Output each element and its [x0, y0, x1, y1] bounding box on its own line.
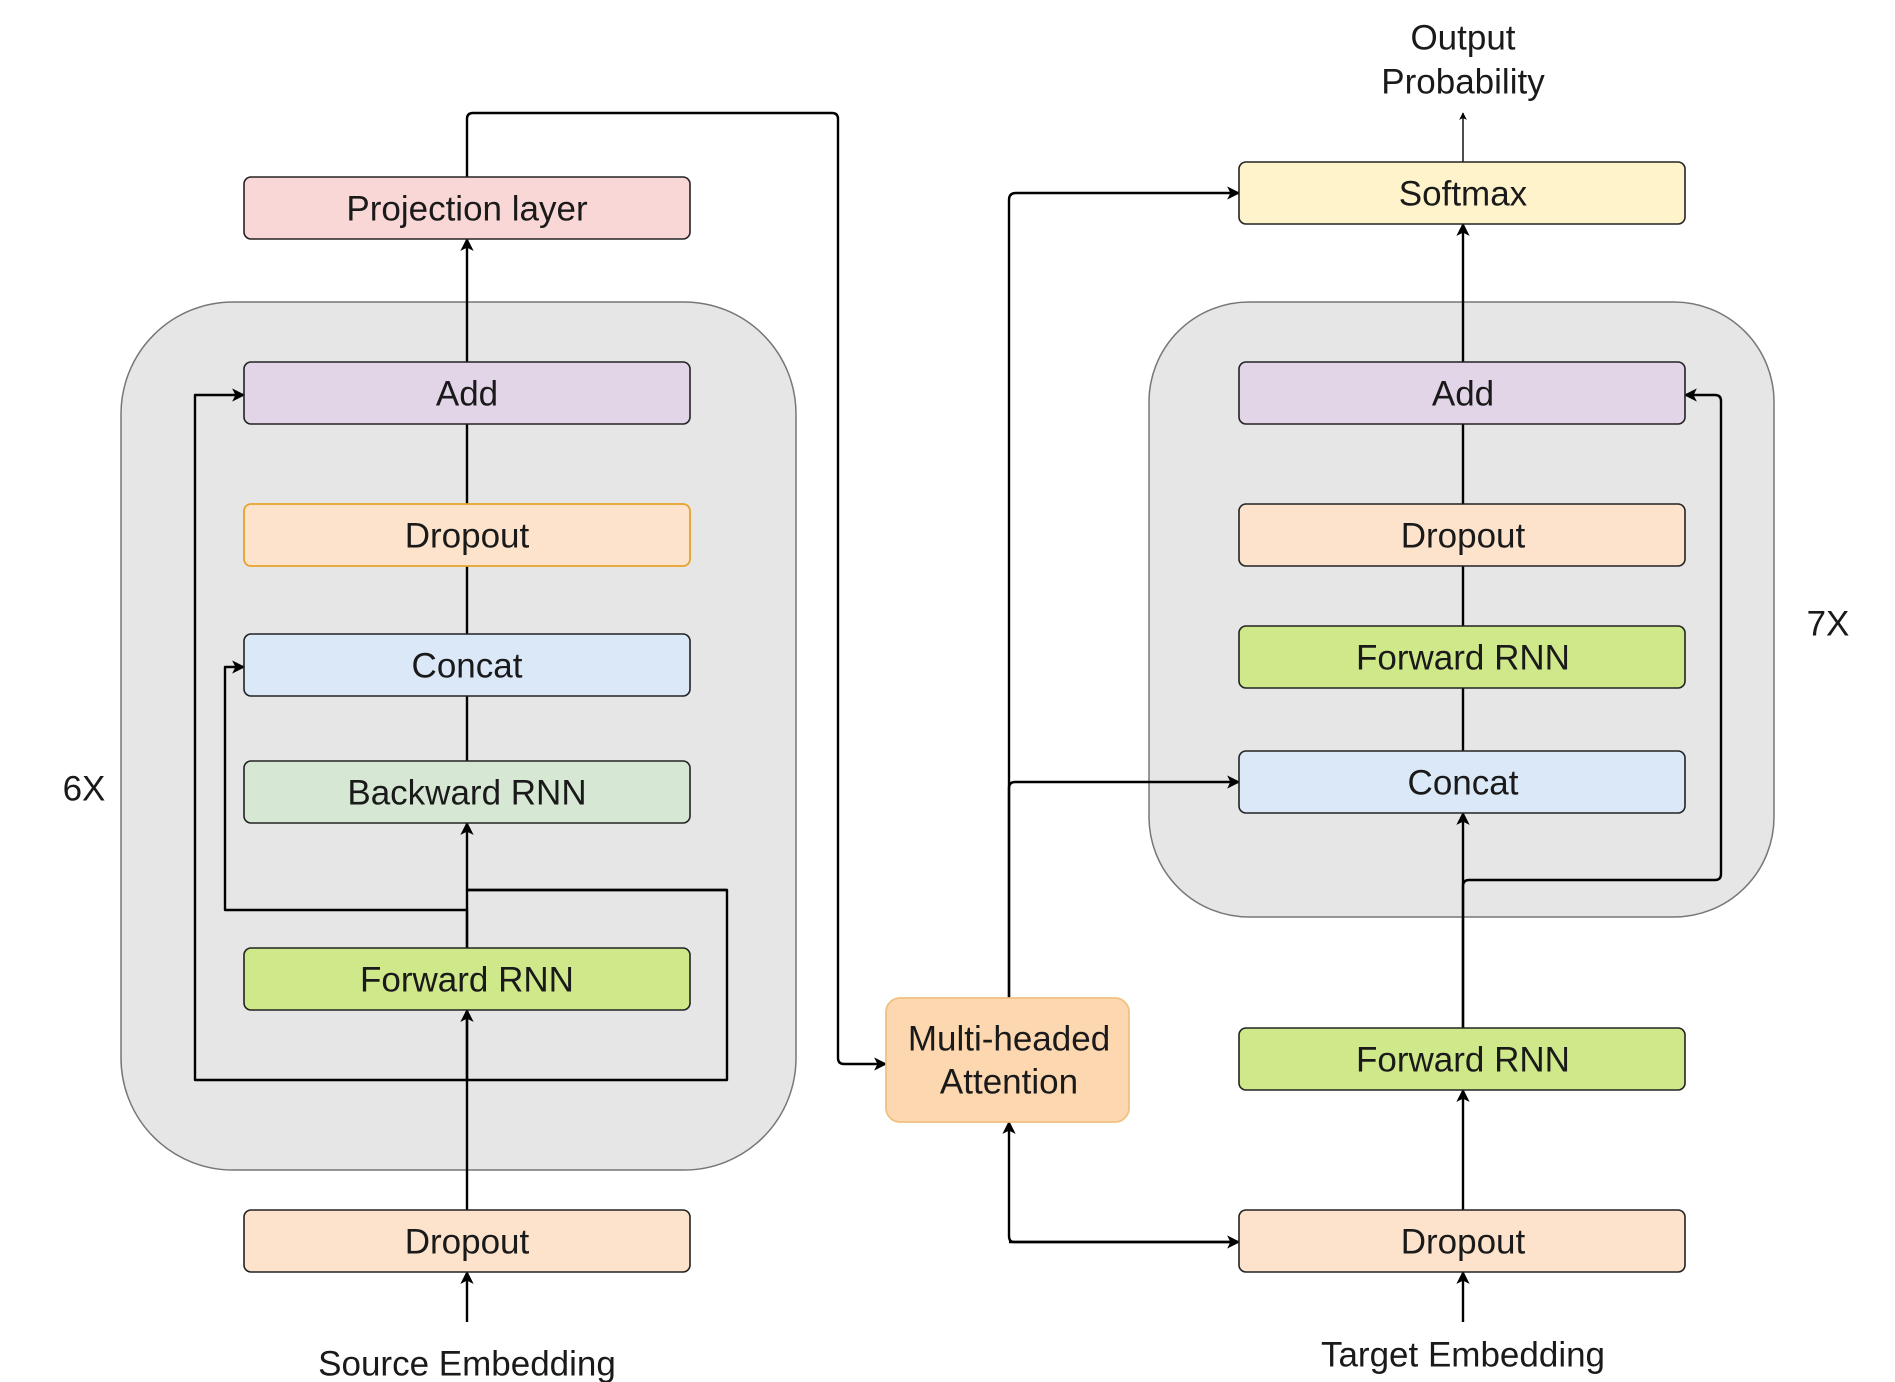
output-label-line2: Probability — [1381, 63, 1545, 102]
edge-forward-to-concat — [223, 660, 469, 948]
decoder-concat-node: Concat — [1238, 750, 1686, 814]
encoder-forward-rnn-label: Forward RNN — [360, 961, 574, 1000]
decoder-add-node: Add — [1238, 361, 1686, 425]
projection-layer-node: Projection layer — [243, 176, 691, 240]
edge-projection-to-attention — [465, 111, 888, 1071]
decoder-dropout-label: Dropout — [1401, 517, 1526, 556]
decoder-repeat-label: 7X — [1807, 605, 1850, 644]
decoder-forward-rnn-label: Forward RNN — [1356, 639, 1570, 678]
encoder-panel — [120, 301, 797, 1171]
decoder-outer-forward-rnn-label: Forward RNN — [1356, 1041, 1570, 1080]
encoder-add-node: Add — [243, 361, 691, 425]
softmax-node: Softmax — [1238, 161, 1686, 225]
encoder-forward-rnn-node: Forward RNN — [243, 947, 691, 1011]
edge-residual-branch — [460, 821, 727, 892]
encoder-input-dropout-label: Dropout — [405, 1223, 530, 1262]
multi-headed-attention-node: Multi-headed Attention — [885, 997, 1130, 1123]
decoder-forward-rnn-node: Forward RNN — [1238, 625, 1686, 689]
decoder-concat-label: Concat — [1408, 764, 1519, 803]
attention-label-line1: Multi-headed — [908, 1020, 1110, 1059]
encoder-add-label: Add — [436, 375, 498, 414]
encoder-concat-node: Concat — [243, 633, 691, 697]
encoder-input-dropout-node: Dropout — [243, 1209, 691, 1273]
backward-rnn-label: Backward RNN — [347, 774, 586, 813]
edge-residual-to-dec-add — [1461, 388, 1723, 1028]
decoder-input-dropout-label: Dropout — [1401, 1223, 1526, 1262]
attention-label-line2: Attention — [940, 1063, 1078, 1102]
encoder-dropout-node: Dropout — [243, 503, 691, 567]
edge-attention-to-concat — [1007, 775, 1241, 998]
softmax-label: Softmax — [1399, 175, 1528, 214]
edge-dropout-to-attention — [1002, 1120, 1239, 1244]
decoder-outer-forward-rnn-node: Forward RNN — [1238, 1027, 1686, 1091]
encoder-dropout-label: Dropout — [405, 517, 530, 556]
encoder-repeat-label: 6X — [63, 770, 106, 809]
projection-layer-label: Projection layer — [346, 190, 588, 229]
backward-rnn-node: Backward RNN — [243, 760, 691, 824]
encoder-concat-label: Concat — [412, 647, 523, 686]
source-embedding-label: Source Embedding — [318, 1345, 616, 1382]
target-embedding-label: Target Embedding — [1321, 1336, 1605, 1375]
decoder-input-dropout-node: Dropout — [1238, 1209, 1686, 1273]
decoder-dropout-node: Dropout — [1238, 503, 1686, 567]
output-label-line1: Output — [1410, 19, 1515, 58]
edge-attention-to-softmax — [1007, 186, 1241, 998]
decoder-add-label: Add — [1432, 375, 1494, 414]
